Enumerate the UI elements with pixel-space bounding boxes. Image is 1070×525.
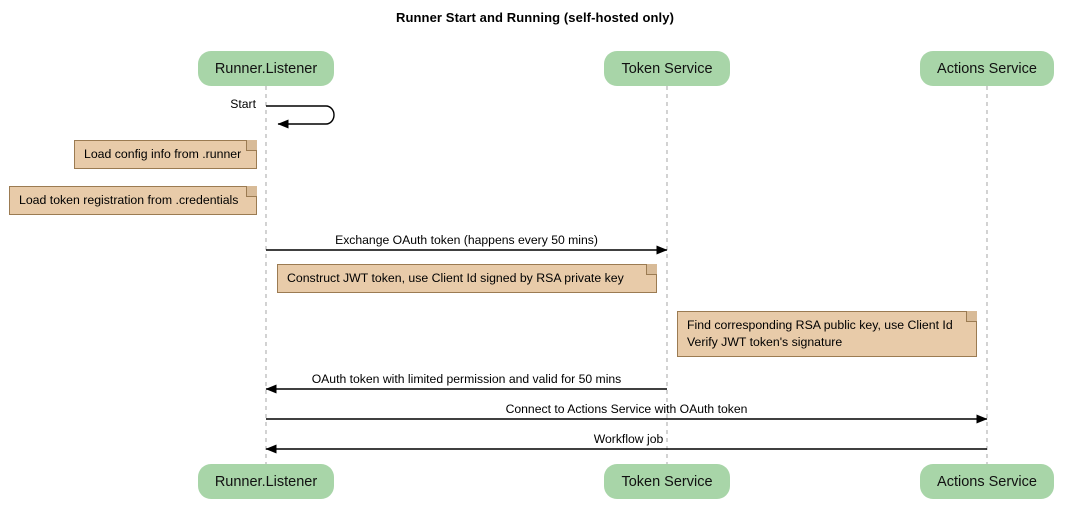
participant-label: Actions Service — [937, 473, 1037, 490]
note-fold-corner-icon — [646, 264, 657, 275]
note-fold-corner-icon — [966, 311, 977, 322]
participant-label: Token Service — [621, 473, 713, 490]
participant-runner-bottom[interactable]: Runner.Listener — [197, 464, 335, 499]
note-fold-corner-icon — [246, 140, 257, 151]
note-text: Find corresponding RSA public key, use C… — [687, 318, 953, 349]
participant-token-bottom[interactable]: Token Service — [604, 464, 730, 499]
participant-label: Token Service — [621, 60, 713, 77]
note-text: Construct JWT token, use Client Id signe… — [287, 271, 624, 285]
participant-runner-top[interactable]: Runner.Listener — [197, 51, 335, 86]
note-text: Load token registration from .credential… — [19, 193, 239, 207]
message-label-connect-to-actions-service: Connect to Actions Service with OAuth to… — [505, 402, 748, 416]
message-label-exchange-oauth-token: Exchange OAuth token (happens every 50 m… — [335, 233, 598, 247]
participant-token-top[interactable]: Token Service — [604, 51, 730, 86]
participant-label: Actions Service — [937, 60, 1037, 77]
page-title: Runner Start and Running (self-hosted on… — [395, 10, 675, 25]
note-text: Load config info from .runner — [84, 147, 242, 161]
note-fold-corner-icon — [246, 186, 257, 197]
message-label-start: Start — [230, 97, 256, 111]
message-label-workflow-job: Workflow job — [593, 432, 664, 446]
participant-actions-top[interactable]: Actions Service — [920, 51, 1054, 86]
participant-label: Runner.Listener — [214, 60, 318, 77]
note-verify-jwt: Find corresponding RSA public key, use C… — [677, 311, 977, 357]
note-construct-jwt: Construct JWT token, use Client Id signe… — [277, 264, 657, 293]
message-label-oauth-token-response: OAuth token with limited permission and … — [311, 372, 622, 386]
lifelines-group — [265, 86, 988, 464]
participant-label: Runner.Listener — [214, 473, 318, 490]
message-arrow-start — [266, 105, 335, 129]
arrows-group — [265, 105, 988, 454]
participant-actions-bottom[interactable]: Actions Service — [920, 464, 1054, 499]
note-load-config: Load config info from .runner — [74, 140, 257, 169]
note-load-token-registration: Load token registration from .credential… — [9, 186, 257, 215]
